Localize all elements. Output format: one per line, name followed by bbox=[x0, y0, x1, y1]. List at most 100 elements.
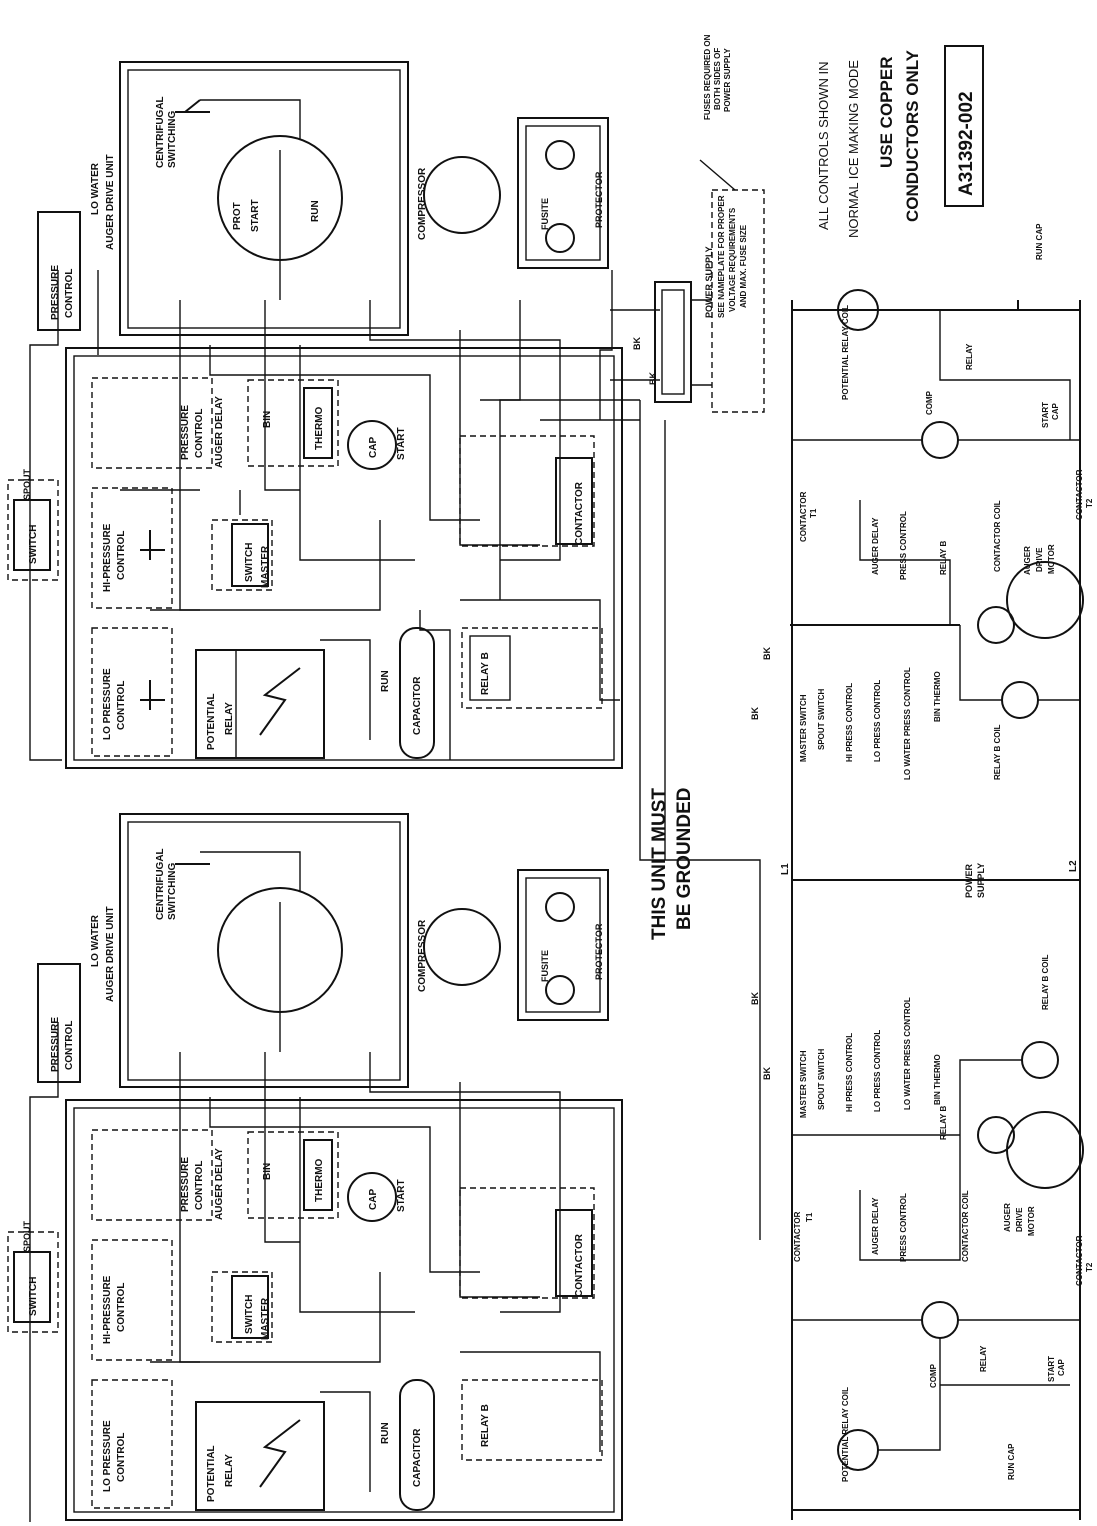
switch-master-label-1: SWITCH bbox=[244, 543, 255, 582]
pressure-label: PRESSURE bbox=[50, 265, 61, 320]
protector-label: PROTECTOR bbox=[594, 171, 604, 228]
master-switch[interactable] bbox=[231, 523, 269, 587]
lo-water-press-ladder-top: LO WATER PRESS CONTROL bbox=[903, 667, 912, 780]
comp-label-bottom: COMP bbox=[929, 1363, 938, 1388]
copper-line-1: USE COPPER bbox=[877, 57, 896, 168]
t2-ladder-top: T2 bbox=[1085, 498, 1094, 508]
lo-pressure-control-label-b: CONTROL bbox=[116, 1433, 127, 1482]
contactor-coil-bottom bbox=[977, 1116, 1015, 1154]
contactor-t1-ladder-bottom: CONTACTOR bbox=[793, 1211, 802, 1262]
relay-b-coil-ladder-bottom: RELAY B COIL bbox=[1041, 954, 1050, 1010]
contactor-label: CONTACTOR bbox=[574, 481, 585, 545]
hi-press-ladder-top: HI PRESS CONTROL bbox=[845, 683, 854, 762]
bk-label-2: BK bbox=[648, 372, 658, 385]
contactor-coil-ladder-bottom: CONTACTOR COIL bbox=[961, 1190, 970, 1262]
spout-switch[interactable] bbox=[13, 499, 51, 571]
auger-delay-label: AUGER DELAY bbox=[214, 396, 225, 468]
auger-delay-ladder-bottom: AUGER DELAY bbox=[871, 1197, 880, 1255]
relay-label-top: RELAY bbox=[965, 343, 974, 370]
control-label: CONTROL bbox=[64, 269, 75, 318]
hi-pressure-label-b: HI-PRESSURE bbox=[102, 1275, 113, 1344]
start-cap-label: START bbox=[396, 427, 407, 460]
relay-b-coil-ladder-top: RELAY B COIL bbox=[993, 724, 1002, 780]
hi-pressure-label: HI-PRESSURE bbox=[102, 523, 113, 592]
bk-label-4: BK bbox=[762, 647, 772, 660]
copper-line-2: CONDUCTORS ONLY bbox=[903, 49, 922, 222]
unit-top-wiring: PROT START RUN CENTRIFUGAL SWITCHING LO … bbox=[7, 61, 640, 769]
unit-bottom-labels: CENTRIFUGAL SWITCHING LO WATER AUGER DRI… bbox=[22, 848, 604, 1502]
fusite-label-b: FUSITE bbox=[540, 950, 550, 982]
potential-relay-coil-top bbox=[837, 289, 879, 331]
relay-label-bottom: RELAY bbox=[979, 1345, 988, 1372]
contactor-t1-ladder-top: CONTACTOR bbox=[799, 491, 808, 542]
auger-ladder-top: AUGER bbox=[1023, 546, 1032, 575]
contactor-t2-ladder-top: CONTACTOR bbox=[1075, 469, 1084, 520]
auger-drive-unit-label: AUGER DRIVE UNIT bbox=[105, 154, 116, 250]
power-terminal-block bbox=[654, 281, 692, 403]
bk-label-1: BK bbox=[632, 337, 642, 350]
power-supply-note-3: VOLTAGE REQUIREMENTS bbox=[728, 207, 737, 312]
hi-press-ladder-bottom: HI PRESS CONTROL bbox=[845, 1033, 854, 1112]
capacitor-label: CAPACITOR bbox=[412, 676, 423, 735]
start-cap-label-top-1: START bbox=[1041, 402, 1050, 428]
lo-water-pressure-control bbox=[37, 211, 81, 331]
capacitor-label-b: CAPACITOR bbox=[412, 1428, 423, 1487]
lo-water-label: LO WATER bbox=[90, 162, 101, 215]
contactor-coil-top bbox=[977, 606, 1015, 644]
switch-label: SWITCH bbox=[28, 525, 39, 564]
master-switch-dashed bbox=[211, 519, 273, 591]
run-label-cap-b: RUN bbox=[380, 1422, 391, 1444]
grounded-line-1: THIS UNIT MUST bbox=[649, 788, 670, 940]
start-cap-label-top-2: CAP bbox=[1051, 402, 1060, 420]
bk-feed-left bbox=[639, 400, 761, 1240]
bk-label-3: BK bbox=[750, 707, 760, 720]
control-label-b: CONTROL bbox=[64, 1021, 75, 1070]
potential-relay-coil-label-bottom: POTENTIAL RELAY COIL bbox=[841, 1387, 850, 1482]
part-number: A31392-002 bbox=[956, 91, 977, 196]
contactor-coil-ladder-top: CONTACTOR COIL bbox=[993, 500, 1002, 572]
comp-top bbox=[921, 421, 959, 459]
auger-delay-control-label: CONTROL bbox=[194, 409, 205, 458]
auger-ladder-bottom: AUGER bbox=[1003, 1203, 1012, 1232]
spout-switch-dashed bbox=[7, 479, 59, 581]
press-control-ladder-bottom: PRESS CONTROL bbox=[899, 1193, 908, 1262]
start-capacitor bbox=[347, 420, 397, 470]
motor-ladder-top: MOTOR bbox=[1047, 544, 1056, 574]
relay-b bbox=[461, 627, 603, 709]
ladder-diagram: L1 L2 POWER SUPPLY POTENTIAL RELAY COIL … bbox=[780, 223, 1094, 1520]
lo-water-press-ladder-bottom: LO WATER PRESS CONTROL bbox=[903, 997, 912, 1110]
thermo-label-b: THERMO bbox=[314, 1158, 325, 1202]
auger-drive-motor-bottom bbox=[1006, 1111, 1084, 1189]
relay-b-ladder-bottom: RELAY B bbox=[939, 1106, 948, 1140]
start-cap-label-bottom-1: START bbox=[1047, 1356, 1056, 1382]
hi-pressure-control-label-b: CONTROL bbox=[116, 1283, 127, 1332]
l2-label: L2 bbox=[1068, 860, 1079, 872]
compressor-label: COMPRESSOR bbox=[417, 167, 428, 240]
power-supply-note-4: AND MAX. FUSE SIZE bbox=[739, 224, 748, 308]
lo-press-ladder-bottom: LO PRESS CONTROL bbox=[873, 1030, 882, 1112]
bin-thermo bbox=[247, 379, 339, 467]
hi-pressure-control bbox=[91, 487, 173, 609]
bin-label: BIN bbox=[262, 411, 273, 428]
supply-label: SUPPLY bbox=[976, 863, 986, 898]
run-cap-label-top: RUN CAP bbox=[1035, 223, 1044, 260]
compressor-label-b: COMPRESSOR bbox=[417, 919, 428, 992]
fuses-note-2: BOTH SIDES OF bbox=[713, 48, 722, 110]
comp-bottom bbox=[921, 1301, 959, 1339]
lo-pressure-label-b: LO PRESSURE bbox=[102, 1420, 113, 1492]
auger-delay-pressure-control bbox=[91, 377, 213, 469]
power-supply-note-2: SEE NAMEPLATE FOR PROPER bbox=[717, 195, 726, 318]
potential-relay-coil-label-top: POTENTIAL RELAY COIL bbox=[841, 305, 850, 400]
t1-ladder-top: T1 bbox=[809, 508, 818, 518]
switching-label: SWITCHING bbox=[167, 111, 178, 168]
spout-label: SPOUT bbox=[22, 468, 32, 500]
power-supply-label: POWER SUPPLY bbox=[704, 246, 714, 318]
press-control-ladder-top: PRESS CONTROL bbox=[899, 511, 908, 580]
lo-press-ladder-top: LO PRESS CONTROL bbox=[873, 680, 882, 762]
relay-label: RELAY bbox=[224, 702, 235, 735]
auger-drive-unit-box bbox=[119, 61, 409, 336]
relay-label-b: RELAY bbox=[224, 1454, 235, 1487]
run-label-cap: RUN bbox=[380, 670, 391, 692]
note-line-1: ALL CONTROLS SHOWN IN bbox=[816, 61, 831, 230]
